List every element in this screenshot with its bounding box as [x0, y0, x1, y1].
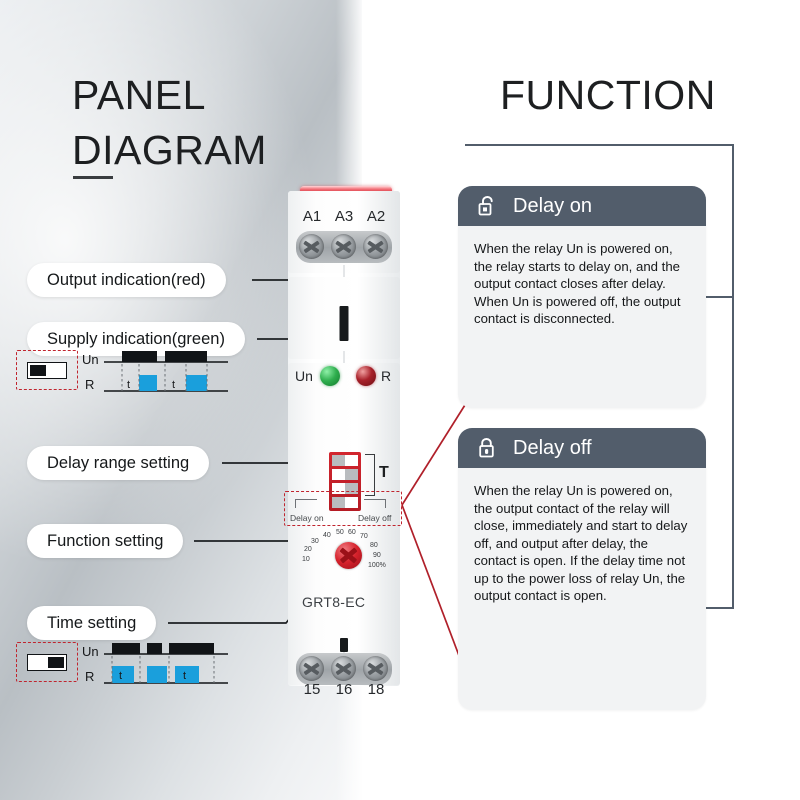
- bottom-terminal-strip[interactable]: [296, 653, 392, 685]
- delay-on-step-icon: [295, 499, 317, 508]
- pot-tick-10: 10: [302, 556, 310, 563]
- pot-tick-80: 80: [370, 542, 378, 549]
- function-section-title: FUNCTION: [500, 72, 716, 118]
- waveform-delay-off: Un R t t: [82, 643, 228, 684]
- din-clip-slot: [339, 306, 349, 341]
- range-bracket-label: T: [379, 464, 389, 481]
- terminal-18: 18: [367, 681, 385, 698]
- potentiometer-knob[interactable]: [335, 542, 362, 569]
- callout-output-indication[interactable]: Output indication(red): [27, 263, 226, 297]
- title-underline: [73, 176, 113, 179]
- callout-time-setting[interactable]: Time setting: [27, 606, 157, 640]
- bottom-terminal-labels: 15 16 18: [296, 681, 392, 698]
- device-seam: [343, 351, 345, 363]
- dip-switch-block[interactable]: [329, 452, 361, 511]
- page-title: PANEL DIAGRAM: [72, 68, 352, 177]
- delay-marker: t: [127, 379, 130, 391]
- led-supply-green: [320, 366, 340, 386]
- callout-function-setting[interactable]: Function setting: [27, 524, 184, 558]
- waveform-supply-label: Un: [82, 644, 99, 659]
- device-seam: [343, 265, 345, 277]
- card-body-delay-off: When the relay Un is powered on, the out…: [458, 468, 706, 605]
- pot-tick-90: 90: [373, 552, 381, 559]
- switch-indicator-delay-on: [16, 350, 78, 390]
- waveform-output-label: R: [85, 377, 94, 392]
- function-label-delay-off: Delay off: [358, 513, 392, 523]
- card-header-delay-off: Delay off: [458, 428, 706, 468]
- callout-label: Function setting: [47, 531, 164, 550]
- switch-indicator-delay-off: [16, 642, 78, 682]
- callout-supply-indication[interactable]: Supply indication(green): [27, 322, 245, 356]
- led-output-label: R: [381, 368, 392, 384]
- led-supply-label: Un: [295, 368, 313, 384]
- terminal-a3: A3: [334, 208, 354, 225]
- card-text-delay-off: When the relay Un is powered on, the out…: [474, 483, 688, 604]
- waveform-output-label: R: [85, 669, 94, 684]
- timing-diagram-delay-on: Un R t t: [16, 344, 232, 400]
- dip-switch-1[interactable]: [332, 455, 358, 466]
- function-setting-highlight: [284, 491, 402, 526]
- pot-tick-30: 30: [311, 538, 319, 545]
- device-model-label: GRT8-EC: [302, 594, 366, 610]
- callout-label: Delay range setting: [47, 453, 190, 472]
- dip-switch-function[interactable]: [332, 497, 358, 508]
- terminal-a1: A1: [302, 208, 322, 225]
- function-card-delay-on: Delay on When the relay Un is powered on…: [458, 186, 706, 408]
- led-output-red: [356, 366, 376, 386]
- waveform-supply-label: Un: [82, 352, 99, 367]
- callout-label: Supply indication(green): [47, 329, 225, 348]
- delay-marker: t: [183, 670, 186, 682]
- relay-device: A1 A3 A2 Un R T Delay on Delay: [284, 186, 402, 698]
- delay-off-step-icon: [364, 499, 386, 508]
- screw-icon[interactable]: [363, 234, 388, 259]
- pot-tick-20: 20: [304, 546, 312, 553]
- lock-icon: [478, 437, 497, 459]
- screw-icon[interactable]: [331, 656, 356, 681]
- card-body-delay-on: When the relay Un is powered on, the rel…: [458, 226, 706, 328]
- pot-tick-60: 60: [348, 529, 356, 536]
- pot-tick-40: 40: [323, 532, 331, 539]
- page-title-line2: DIAGRAM: [72, 126, 267, 173]
- delay-marker: t: [119, 670, 122, 682]
- card-title-delay-on: Delay on: [513, 194, 592, 217]
- device-top-accent: [300, 186, 392, 193]
- terminal-16: 16: [335, 681, 353, 698]
- card-header-delay-on: Delay on: [458, 186, 706, 226]
- function-label-delay-on: Delay on: [290, 513, 324, 523]
- dip-switch-3[interactable]: [332, 483, 358, 494]
- screw-icon[interactable]: [331, 234, 356, 259]
- callout-delay-range-setting[interactable]: Delay range setting: [27, 446, 210, 480]
- range-bracket: [365, 454, 375, 496]
- screw-icon[interactable]: [299, 656, 324, 681]
- din-clip-slot-bottom: [340, 638, 348, 652]
- screw-icon[interactable]: [363, 656, 388, 681]
- top-terminal-strip[interactable]: [296, 231, 392, 263]
- timing-diagram-delay-off: Un R t t: [16, 636, 232, 692]
- pot-tick-100: 100%: [368, 562, 386, 569]
- terminal-15: 15: [303, 681, 321, 698]
- callout-label: Time setting: [47, 613, 137, 632]
- pot-tick-70: 70: [360, 533, 368, 540]
- page-title-line1: PANEL: [72, 72, 206, 118]
- screw-icon[interactable]: [299, 234, 324, 259]
- waveform-delay-on: Un R t t: [82, 351, 228, 392]
- card-title-delay-off: Delay off: [513, 436, 592, 459]
- top-terminal-labels: A1 A3 A2: [296, 208, 392, 225]
- card-text-delay-on: When the relay Un is powered on, the rel…: [474, 241, 681, 327]
- terminal-a2: A2: [366, 208, 386, 225]
- device-block-front: [288, 363, 400, 685]
- callout-label: Output indication(red): [47, 270, 206, 289]
- dip-switch-2[interactable]: [332, 469, 358, 480]
- pot-tick-50: 50: [336, 529, 344, 536]
- function-card-delay-off: Delay off When the relay Un is powered o…: [458, 428, 706, 710]
- dip-position-right: [27, 653, 67, 671]
- delay-marker: t: [172, 379, 175, 391]
- unlock-icon: [478, 195, 497, 217]
- dip-position-left: [27, 361, 67, 379]
- time-potentiometer[interactable]: 10 20 30 40 50 60 70 80 90 100%: [302, 529, 388, 582]
